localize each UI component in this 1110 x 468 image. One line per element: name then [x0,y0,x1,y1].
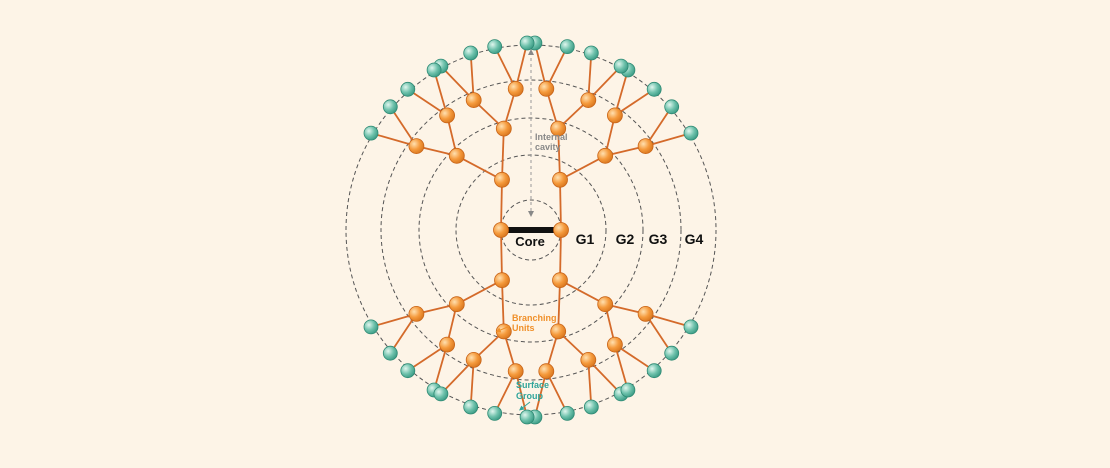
branching-unit-node [465,92,482,108]
bond-line [500,229,503,281]
node-layer [363,35,699,425]
generation-label-g4: G4 [685,231,704,247]
surface-group-node [583,45,599,61]
branching-unit-node [552,272,568,289]
surface-group-node [363,319,379,335]
surface-group-pointer [519,401,531,411]
surface-group-node [613,58,629,74]
surface-group-node [463,45,479,61]
branching-unit-node [607,336,623,353]
branching-unit-node [550,323,567,340]
bond-line [501,280,505,332]
surface-group-node [400,81,416,97]
bond-line [557,128,561,180]
bond-line [559,179,562,231]
surface-group-node [646,363,662,379]
surface-group-node [559,405,575,421]
bond-line [501,128,505,180]
internal-cavity-label-line2: cavity [535,142,561,152]
surface-group-node [426,62,442,78]
branching-unit-node [493,222,509,238]
surface-group-node [463,399,479,415]
surface-group-node [683,125,699,141]
branching-unit-node [495,120,512,137]
branching-unit-node [494,171,510,188]
surface-group-node [363,125,379,141]
branching-unit-node [538,363,555,380]
branching-unit-node [448,147,465,164]
bond-line [559,229,562,281]
surface-group-node [620,382,636,398]
surface-group-node [433,386,449,402]
bond-line [456,279,503,305]
surface-group-node [583,399,599,415]
surface-group-node [487,39,503,54]
surface-group-node [400,363,416,379]
bond-line [557,280,561,332]
surface-group-node [519,35,535,51]
surface-group-label-line2: Group [516,391,543,401]
bond-line [456,155,503,181]
branching-unit-node [580,92,597,108]
branching-unit-node [408,138,425,155]
surface-group-node [664,99,680,115]
branching-unit-node [538,80,555,97]
surface-group-node [664,345,680,361]
branching-unit-node [465,351,482,368]
branching-unit-node [494,272,510,289]
surface-group-node [382,99,398,115]
surface-group-label-line1: Surface [516,380,549,390]
branching-unit-node [448,296,465,313]
branching-unit-node [507,363,524,380]
branching-unit-node [408,305,425,322]
surface-group-node [487,405,503,421]
generation-label-g3: G3 [649,231,668,247]
bond-line [559,279,606,305]
branching-unit-node [507,80,524,97]
surface-group-node [683,319,699,335]
branching-unit-node [597,147,614,164]
branching-unit-node [597,296,614,313]
bond-line [559,155,606,181]
branching-unit-node [550,120,567,137]
core-label: Core [515,234,545,249]
branching-unit-node [580,351,597,368]
generation-ring-3 [380,79,682,381]
branching-unit-node [637,305,654,322]
branching-unit-node [552,171,568,188]
surface-group-node [646,81,662,97]
branching-unit-node [439,107,456,124]
branching-unit-node [439,336,456,353]
surface-group-node [519,409,535,425]
generation-label-g1: G1 [576,231,595,247]
branching-unit-node [553,222,569,238]
branching-unit-node [607,107,623,124]
bond-line [500,179,503,231]
branching-units-label-line1: Branching [512,313,557,323]
internal-cavity-label-line1: Internal [535,132,568,142]
generation-label-g2: G2 [616,231,635,247]
surface-group-node [382,345,398,361]
surface-group-node [559,39,575,54]
branching-units-label-line2: Units [512,323,535,333]
branching-unit-node [637,138,654,155]
branching-units-pointer [495,325,511,333]
